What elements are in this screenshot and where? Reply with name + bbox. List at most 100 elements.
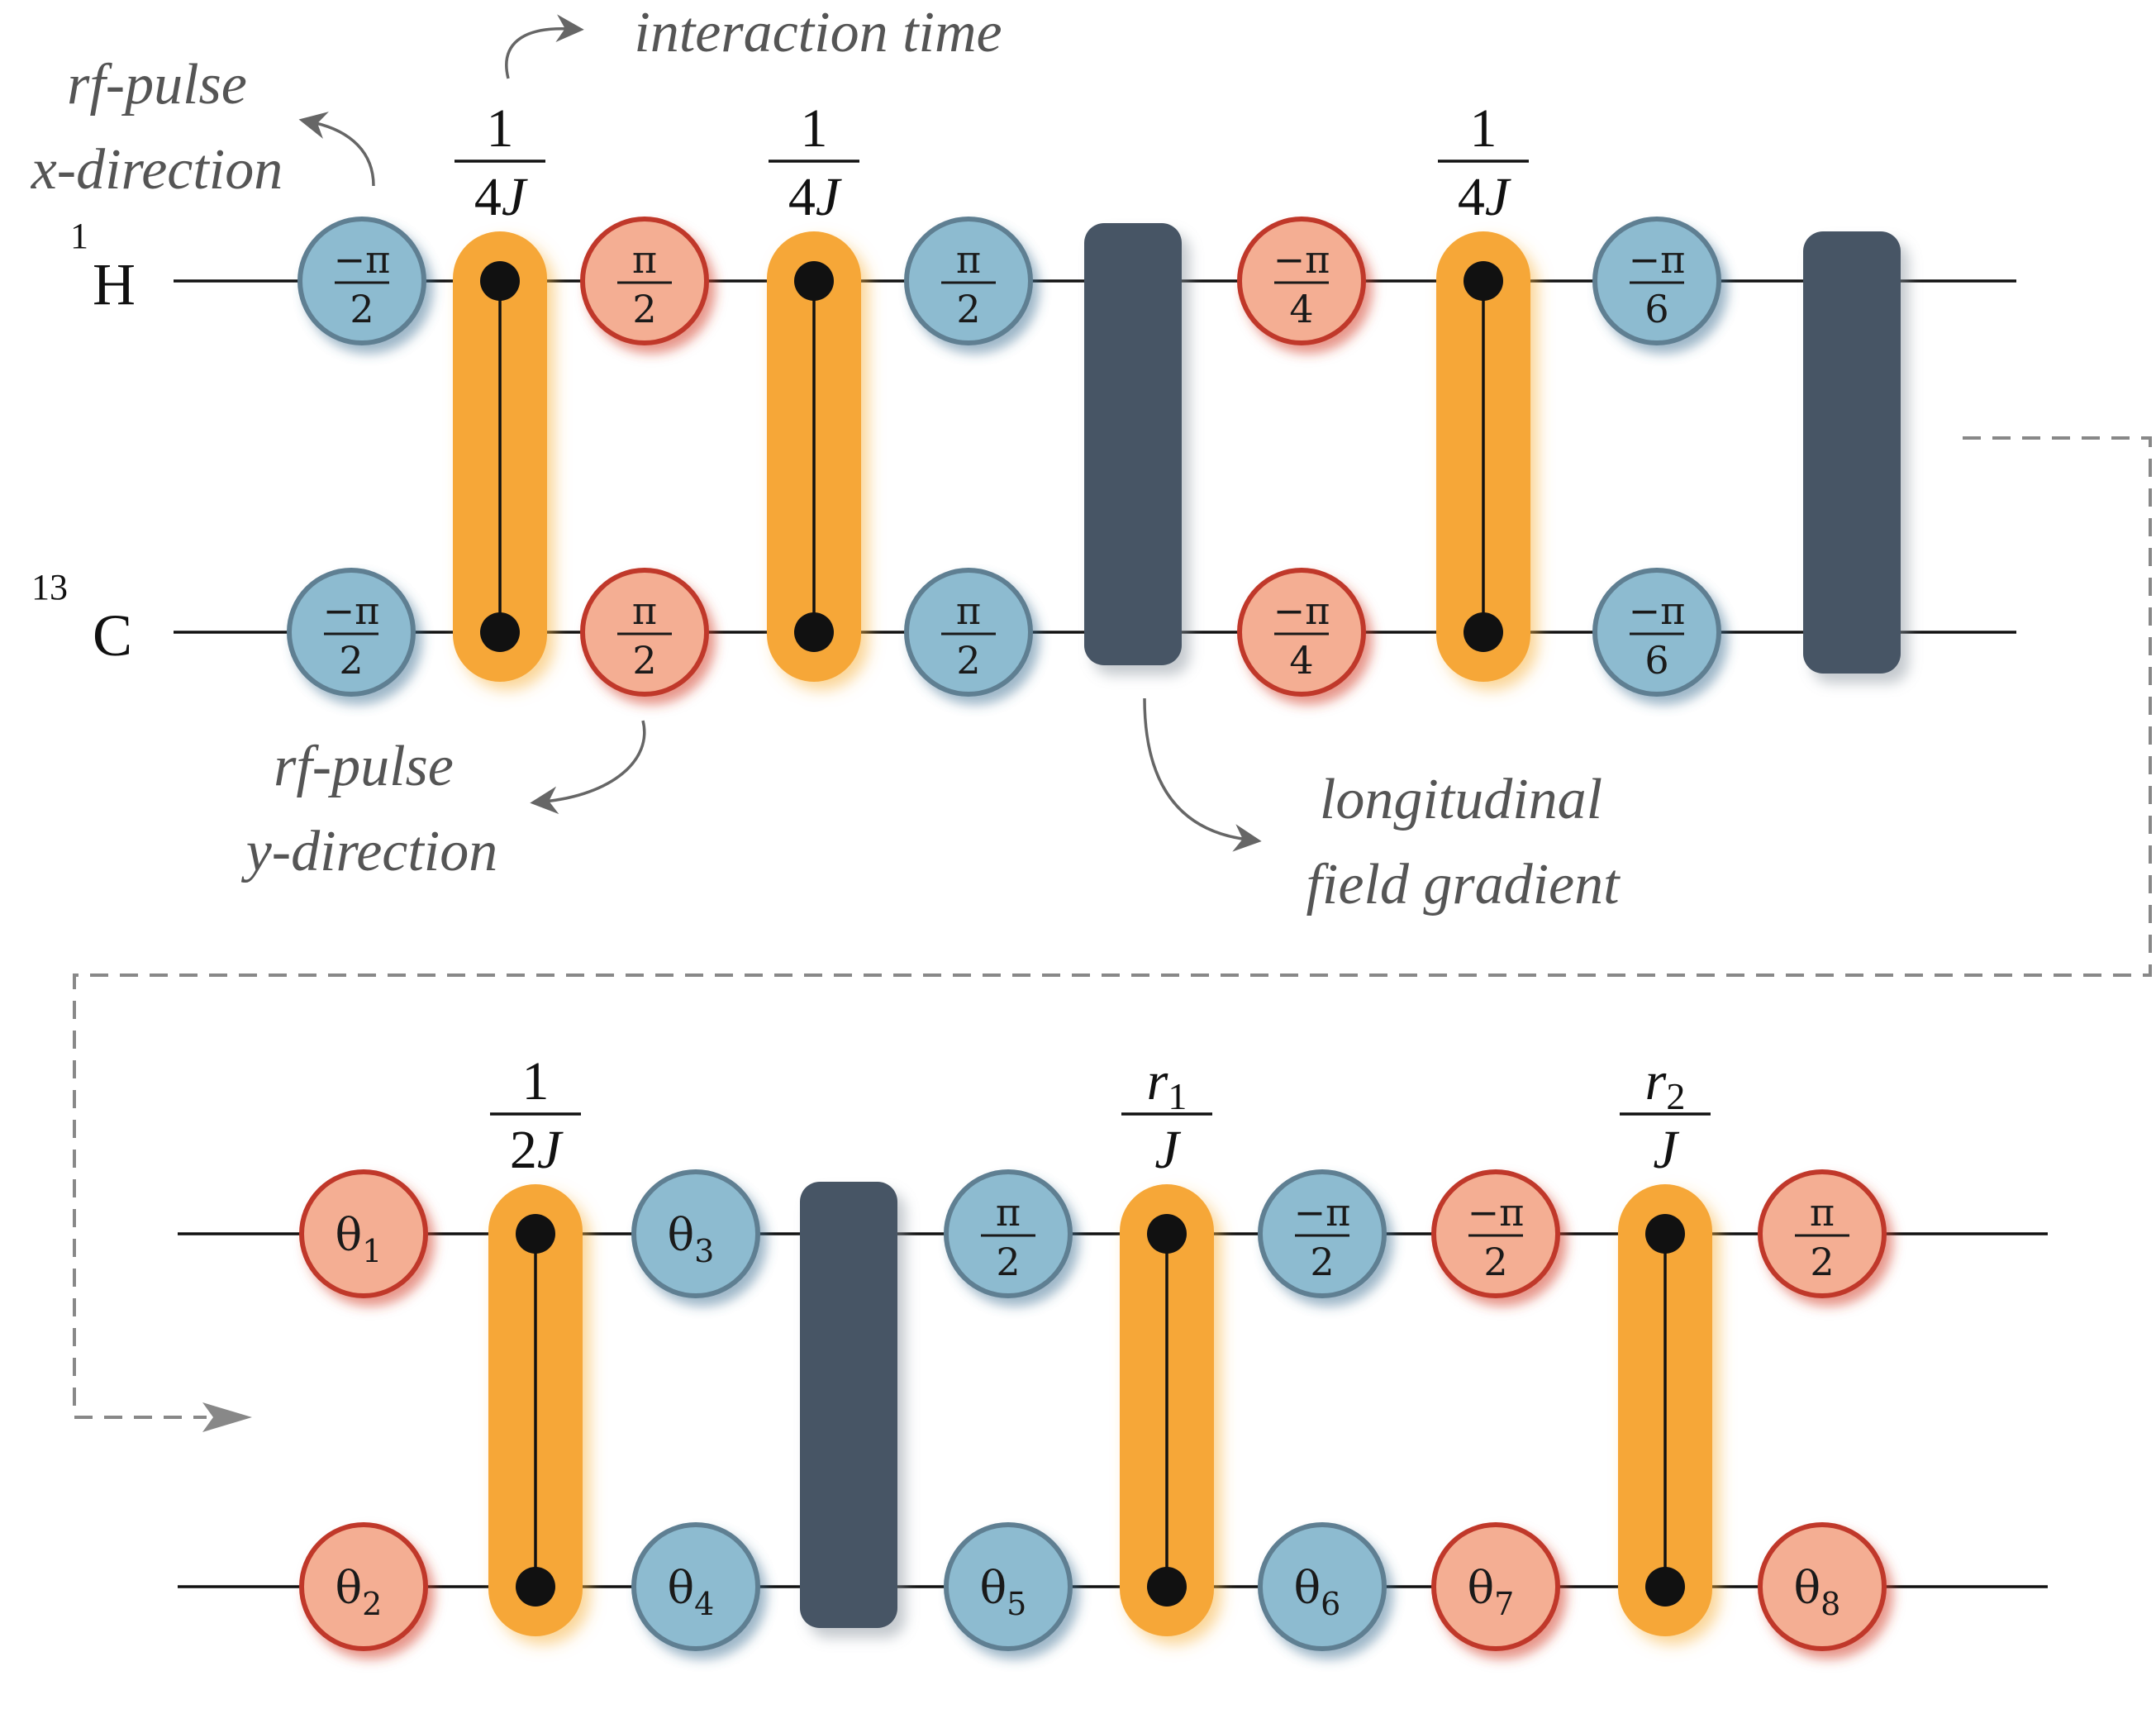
j-coupling-gate-target-dot: [794, 612, 834, 652]
rf-pulse-gate-h-denominator: 2: [632, 287, 656, 331]
time-numerator: 1: [487, 98, 514, 159]
gradient-bar: [1084, 223, 1182, 665]
j-coupling-gate-target-dot: [1464, 612, 1503, 652]
rf-pulse-gate-h-circle: [580, 217, 709, 345]
rf-pulse-gate-c: θ2: [299, 1522, 428, 1651]
j-coupling-gate: r2J: [1618, 1051, 1712, 1636]
rf-pulse-gate-c: π2: [904, 568, 1033, 697]
time-denominator: J: [1154, 1120, 1181, 1180]
j-coupling-gate-target-dot: [516, 1567, 555, 1607]
time-numerator: 1: [1470, 98, 1497, 159]
rf-pulse-gate-c-denominator: 4: [1289, 638, 1313, 683]
j-coupling-gate: 14J: [767, 98, 861, 682]
j-coupling-gate-time-label: r1J: [1121, 1051, 1212, 1180]
rf-pulse-gate-c-numerator: π: [632, 588, 657, 633]
rf-pulse-gate-c-circle: [1258, 1522, 1387, 1651]
rf-pulse-gate-h: −π4: [1237, 217, 1366, 345]
rf-pulse-gate-c-denominator: 2: [956, 638, 980, 683]
rf-pulse-gate-h: θ1: [299, 1169, 428, 1298]
j-coupling-gate-control-dot: [1645, 1214, 1685, 1254]
j-coupling-gate-time-label: 14J: [455, 98, 545, 227]
rf-pulse-gate-h-numerator: π: [1810, 1190, 1835, 1235]
svg-text:rf-pulse: rf-pulse: [274, 735, 454, 798]
j-coupling-gate-control-dot: [794, 261, 834, 301]
rf-pulse-gate-h-denominator: 2: [350, 287, 374, 331]
rf-pulse-gate-h-denominator: 2: [956, 287, 980, 331]
time-denominator: 4J: [1458, 167, 1511, 227]
rf-pulse-gate-c-circle: [1237, 568, 1366, 697]
rf-pulse-gate-c-circle: [1758, 1522, 1887, 1651]
rf-pulse-gate-h-denominator: 2: [1483, 1240, 1507, 1284]
rf-pulse-gate-c-numerator: −π: [323, 588, 380, 633]
rf-pulse-gate-c-label: θ2: [336, 1562, 383, 1622]
rf-pulse-gate-h-numerator: −π: [1294, 1190, 1351, 1235]
gradient-bar: [800, 1182, 897, 1628]
rf-pulse-gate-h-circle: [631, 1169, 760, 1298]
rf-pulse-gate-c-numerator: −π: [1629, 588, 1686, 633]
j-coupling-gate-time-label: r2J: [1620, 1051, 1711, 1180]
rf-pulse-gate-h: π2: [580, 217, 709, 345]
rf-pulse-gate-h-circle: [1431, 1169, 1560, 1298]
j-coupling-gate-control-dot: [480, 261, 520, 301]
rf-pulse-gate-c-circle: [580, 568, 709, 697]
rf-pulse-gate-h-numerator: −π: [334, 237, 391, 282]
rf-pulse-gate-h-circle: [1258, 1169, 1387, 1298]
svg-text:x-direction: x-direction: [31, 138, 283, 202]
j-coupling-gate: r1J: [1120, 1051, 1214, 1636]
j-coupling-gate: 14J: [453, 98, 547, 682]
rf-pulse-gate-c-circle: [1592, 568, 1721, 697]
rf-pulse-gate-c-circle: [287, 568, 416, 697]
rf-pulse-gate-h-circle: [299, 1169, 428, 1298]
svg-text:C: C: [93, 602, 132, 669]
rf-pulse-gate-h-numerator: π: [632, 237, 657, 282]
j-coupling-gate-time-label: 12J: [490, 1051, 581, 1180]
rf-pulse-gate-c-circle: [904, 568, 1033, 697]
time-denominator: 4J: [474, 167, 528, 227]
svg-text:1: 1: [70, 216, 88, 256]
rf-pulse-gate-h-circle: [944, 1169, 1073, 1298]
rf-pulse-gate-c-numerator: −π: [1273, 588, 1330, 633]
gradient-bar: [1803, 231, 1901, 674]
j-coupling-gate-time-label: 14J: [1438, 98, 1529, 227]
annotation-rf-y: rf-pulse y-direction: [241, 720, 646, 883]
rf-pulse-gate-c-circle: [631, 1522, 760, 1651]
rf-pulse-gate-h-label: θ3: [668, 1209, 715, 1269]
rf-pulse-gate-h: −π2: [1431, 1169, 1560, 1298]
rf-pulse-gate-h: π2: [944, 1169, 1073, 1298]
svg-text:longitudinal: longitudinal: [1320, 768, 1602, 831]
rf-pulse-gate-c-denominator: 2: [632, 638, 656, 683]
time-denominator: 2J: [510, 1120, 564, 1180]
rf-pulse-gate-c: −π 4: [1237, 568, 1366, 697]
rf-pulse-gate-c-label: θ8: [1794, 1562, 1841, 1622]
rf-pulse-gate-c: −π6: [1592, 568, 1721, 697]
svg-text:y-direction: y-direction: [241, 820, 498, 883]
rf-pulse-gate-c-label: θ6: [1294, 1562, 1341, 1622]
j-coupling-gate-time-label: 14J: [769, 98, 859, 227]
rf-pulse-gate-h-numerator: π: [956, 237, 981, 282]
rf-pulse-gate-c-denominator: 2: [339, 638, 363, 683]
rf-pulse-gate-c: θ7: [1431, 1522, 1560, 1651]
j-coupling-gate: 12J: [488, 1051, 583, 1636]
time-numerator: r1: [1147, 1051, 1187, 1117]
rf-pulse-gate-h: −π2: [1258, 1169, 1387, 1298]
flow-connector: [73, 436, 2152, 1419]
annotation-rf-x: rf-pulse x-direction: [31, 53, 375, 202]
rf-pulse-gate-c-label: θ5: [980, 1562, 1027, 1622]
rf-pulse-gate-h: π2: [904, 217, 1033, 345]
j-coupling-gate-control-dot: [1464, 261, 1503, 301]
rf-pulse-gate-h-circle: [297, 217, 426, 345]
rf-pulse-gate-c: π2: [580, 568, 709, 697]
rf-pulse-gate-c-label: θ4: [668, 1562, 715, 1622]
rf-pulse-gate-h-label: θ1: [336, 1209, 383, 1269]
qubit-label-c: 13 C: [31, 567, 132, 669]
rf-pulse-gate-c-circle: [299, 1522, 428, 1651]
rf-pulse-gate-c: θ6: [1258, 1522, 1387, 1651]
rf-pulse-gate-h: π2: [1758, 1169, 1887, 1298]
rf-pulse-gate-c-label: θ7: [1468, 1562, 1515, 1622]
rf-pulse-gate-c: θ8: [1758, 1522, 1887, 1651]
j-coupling-gate-target-dot: [1645, 1567, 1685, 1607]
time-denominator: J: [1653, 1120, 1679, 1180]
